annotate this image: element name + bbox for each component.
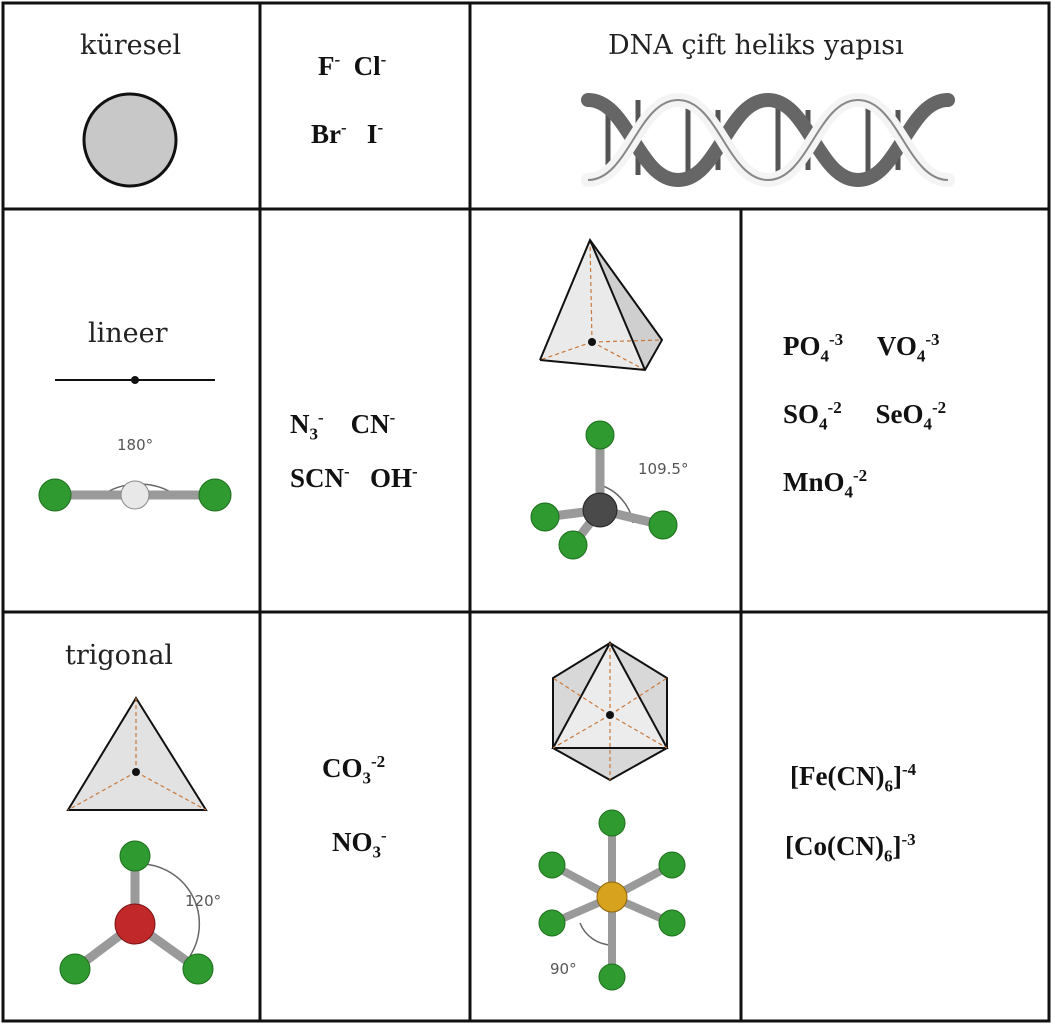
tetrahedral-molecule-icon: [530, 420, 678, 560]
iodide-formula: I-: [366, 118, 384, 149]
trigonal-angle-label: 120°: [185, 892, 222, 910]
ferrocyanide-formula: [Fe(CN)6]-4: [790, 760, 917, 796]
linear-angle-label: 180°: [117, 436, 154, 454]
selenate-formula: SeO4-2: [875, 398, 947, 434]
spherical-label: küresel: [80, 30, 182, 61]
sphere-icon: [82, 92, 178, 188]
octahedral-angle-label: 90°: [550, 960, 577, 978]
manganate-formula: MnO4-2: [783, 466, 868, 502]
sulfate-formula: SO4-2: [783, 398, 842, 434]
cyanide-formula: CN-: [350, 408, 396, 439]
phosphate-formula: PO4-3: [783, 330, 844, 366]
linear-line-icon: [55, 376, 215, 384]
linear-label: lineer: [88, 318, 168, 349]
nitrate-formula: NO3-: [332, 826, 387, 862]
tetrahedral-ions-line-1: PO4-3 VO4-3: [783, 330, 940, 366]
linear-ions-line-1: N3- CN-: [290, 408, 395, 444]
trigonal-label: trigonal: [65, 640, 174, 671]
halides-line-1: F- Cl-: [318, 50, 386, 82]
bromide-formula: Br-: [311, 118, 347, 149]
cobalticyanide-formula: [Co(CN)6]-3: [785, 830, 916, 866]
dna-helix-icon: [581, 92, 955, 188]
octahedron-shape-icon: [551, 640, 669, 782]
octahedral-molecule-icon: [538, 809, 686, 991]
halides-line-2: Br- I-: [311, 118, 383, 150]
linear-molecule-icon: [38, 478, 232, 512]
thiocyanate-formula: SCN-: [290, 462, 350, 493]
linear-ions-line-2: SCN- OH-: [290, 462, 418, 494]
trigonal-shape-icon: [66, 696, 208, 811]
chloride-formula: Cl-: [353, 50, 387, 81]
azide-formula: N3-: [290, 408, 324, 444]
tetrahedron-shape-icon: [539, 237, 664, 372]
tetrahedral-angle-label: 109.5°: [638, 460, 689, 478]
tetrahedral-ions-line-2: SO4-2 SeO4-2: [783, 398, 946, 434]
vanadate-formula: VO4-3: [876, 330, 940, 366]
dna-label: DNA çift heliks yapısı: [608, 30, 904, 61]
trigonal-molecule-icon: [59, 840, 214, 985]
fluoride-formula: F-: [318, 50, 341, 81]
carbonate-formula: CO3-2: [322, 752, 386, 788]
hydroxide-formula: OH-: [369, 462, 418, 493]
